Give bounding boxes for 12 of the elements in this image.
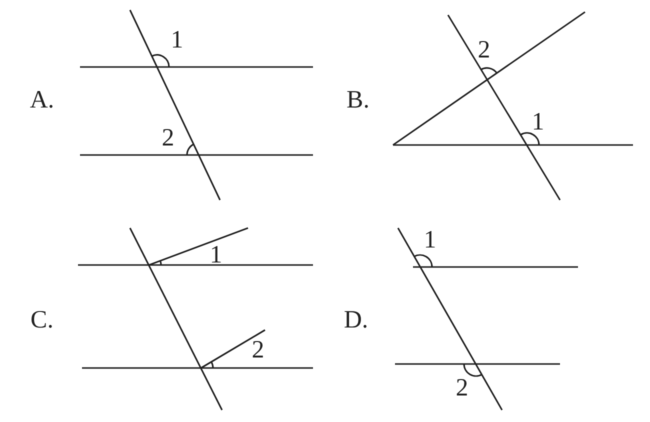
angle-number: 2 bbox=[252, 338, 264, 362]
angle-number: 1 bbox=[424, 228, 436, 252]
angle-number: 1 bbox=[532, 110, 544, 134]
option-letter: B. bbox=[346, 88, 370, 112]
option-letter: C. bbox=[30, 308, 54, 332]
angle-number: 2 bbox=[478, 38, 490, 62]
option-letter: A. bbox=[30, 88, 54, 112]
option-letter: D. bbox=[344, 308, 368, 332]
angle-number: 2 bbox=[162, 126, 174, 150]
angle-number: 1 bbox=[210, 242, 222, 268]
angle-number: 1 bbox=[170, 28, 184, 52]
angle-number: 2 bbox=[456, 376, 468, 400]
